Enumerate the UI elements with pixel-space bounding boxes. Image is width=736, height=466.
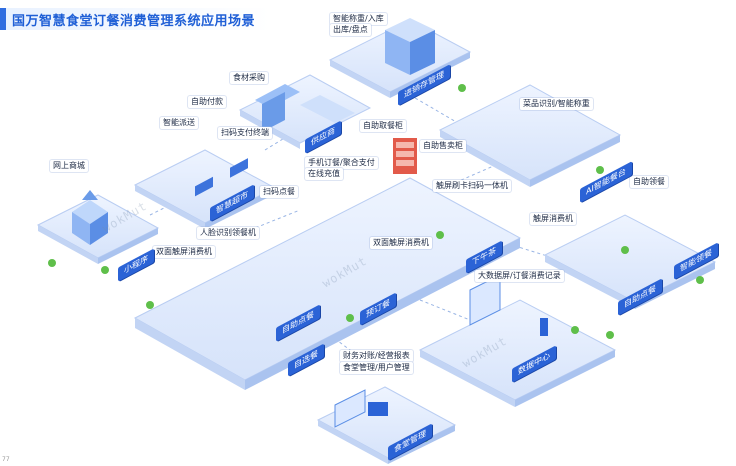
callout-vending-cabinet: 自助售卖柜 xyxy=(420,140,466,152)
platform-lingcan xyxy=(543,214,717,309)
callout-smart-delivery: 智能派送 xyxy=(160,117,198,129)
online-mall-building xyxy=(72,190,108,245)
page-title: 国万智慧食堂订餐消费管理系统应用场景 xyxy=(12,14,256,29)
callout-pickup-cabinet: 自助取餐柜 xyxy=(360,120,406,132)
callout-dual-screen-a: 双面触屏消费机 xyxy=(153,246,215,258)
warehouse-building xyxy=(385,18,435,75)
management-desk xyxy=(334,389,388,428)
callout-scan-order: 扫码点餐 xyxy=(260,186,298,198)
supplier-house xyxy=(255,84,355,132)
callout-all-in-one: 触屏刷卡扫码一体机 xyxy=(433,180,511,192)
corner-note: 77 xyxy=(2,456,10,463)
callout-finance-report: 财务对账/经营报表 xyxy=(340,350,413,362)
callout-food-purchase: 食材采购 xyxy=(230,72,268,84)
callout-mobile-order: 手机订餐/聚合支付 xyxy=(305,157,378,169)
platform-shuju xyxy=(418,299,617,407)
callout-touch-consumer: 触屏消费机 xyxy=(530,213,576,225)
callout-face-pickup: 人脸识别领餐机 xyxy=(197,227,259,239)
callout-dish-recognition: 菜品识别/智能称重 xyxy=(520,98,593,110)
callout-scan-terminal: 扫码支付终端 xyxy=(218,127,272,139)
callout-outbound-inventory: 出库/盘点 xyxy=(330,24,371,36)
callout-weighing-inbound: 智能称重/入库 xyxy=(330,13,387,25)
callout-bigdata: 大数据屏/订餐消费记录 xyxy=(475,270,564,282)
callout-dual-screen-b: 双面触屏消费机 xyxy=(370,237,432,249)
callout-self-pickup: 自助领餐 xyxy=(630,176,668,188)
callout-online-topup: 在线充值 xyxy=(305,168,343,180)
callout-self-pay: 自助付款 xyxy=(188,96,226,108)
title-accent-bar xyxy=(0,8,6,30)
callout-canteen-user-mgmt: 食堂管理/用户管理 xyxy=(340,362,413,374)
dining-tables xyxy=(195,158,248,197)
scene-objects xyxy=(48,18,704,442)
title-band xyxy=(0,8,270,30)
callout-online-mall: 网上商城 xyxy=(50,160,88,172)
pickup-cabinet xyxy=(393,138,417,174)
